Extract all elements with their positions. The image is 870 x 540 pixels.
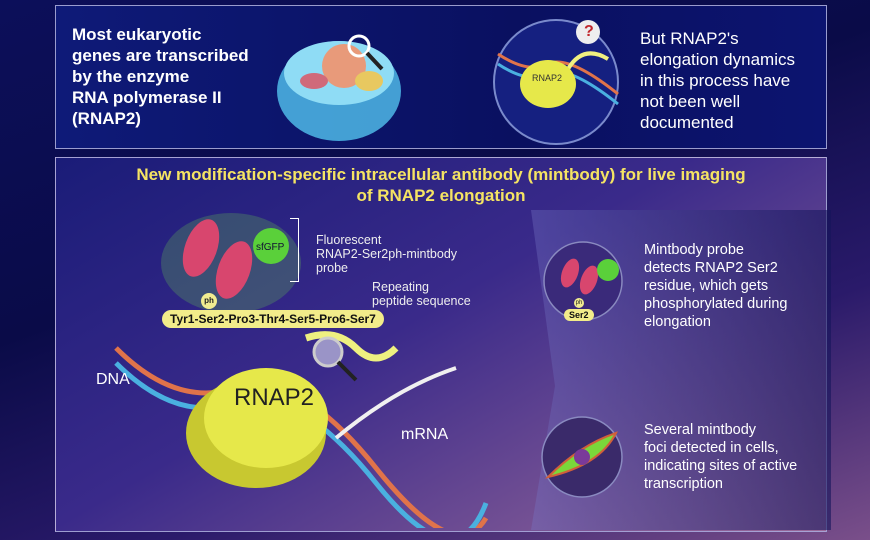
line: Repeating — [372, 280, 429, 294]
line: Fluorescent — [316, 233, 382, 247]
ser2-label: Ser2 — [564, 309, 594, 321]
line: (RNAP2) — [72, 109, 141, 128]
line: Mintbody probe — [644, 242, 744, 258]
cell-illustration — [277, 34, 401, 141]
dna-label: DNA — [96, 371, 130, 388]
rnap2-label: RNAP2 — [234, 384, 315, 411]
mintbody-probe-illustration — [161, 213, 301, 313]
problem-text: But RNAP2's elongation dynamics in this … — [640, 28, 795, 133]
line: transcription — [644, 476, 723, 492]
line: residue, which gets — [644, 278, 769, 294]
ph-badge: ph — [201, 293, 217, 309]
step2-text: Several mintbody foci detected in cells,… — [644, 421, 797, 493]
rnap2-small-label: RNAP2 — [532, 73, 563, 83]
line: indicating sites of active — [644, 458, 798, 474]
cell-foci-circle — [541, 416, 623, 498]
probe-label: Fluorescent RNAP2-Ser2ph-mintbody probe — [316, 233, 457, 275]
intro-panel: Most eukaryotic genes are transcribed by… — [55, 5, 827, 149]
line: by the enzyme — [72, 67, 190, 86]
question-mark: ? — [584, 23, 594, 40]
panel-title: New modification-specific intracellular … — [56, 164, 826, 206]
mrna-label: mRNA — [401, 426, 449, 443]
line: foci detected in cells, — [644, 440, 779, 456]
line: Several mintbody — [644, 422, 757, 438]
line: phosphorylated during — [644, 296, 788, 312]
line: RNAP2-Ser2ph-mintbody — [316, 247, 458, 261]
transcription-illustration — [114, 331, 489, 528]
line: But RNAP2's — [640, 29, 739, 48]
title-line: New modification-specific intracellular … — [136, 165, 746, 184]
line: elongation dynamics — [640, 50, 795, 69]
mintbody-panel: New modification-specific intracellular … — [55, 157, 831, 532]
line: genes are transcribed — [72, 46, 249, 65]
line: in this process have — [640, 71, 791, 90]
sfgfp-label: sfGFP — [256, 242, 285, 253]
ph-badge-small: ph — [574, 298, 584, 308]
line: peptide sequence — [372, 294, 471, 308]
line: elongation — [644, 314, 711, 330]
question-icon — [576, 20, 600, 44]
line: RNA polymerase II — [72, 88, 222, 107]
line: probe — [316, 261, 348, 275]
line: detects RNAP2 Ser2 — [644, 260, 778, 276]
repeating-label: Repeating peptide sequence — [372, 280, 471, 308]
rnap2-circle — [493, 19, 619, 145]
bracket — [290, 218, 299, 282]
line: Most eukaryotic — [72, 25, 202, 44]
title-line: of RNAP2 elongation — [356, 186, 526, 205]
intro-text: Most eukaryotic genes are transcribed by… — [72, 24, 249, 129]
peptide-sequence: Tyr1-Ser2-Pro3-Thr4-Ser5-Pro6-Ser7 — [162, 310, 384, 328]
line: documented — [640, 113, 734, 132]
line: not been well — [640, 92, 741, 111]
probe-detection-circle — [543, 241, 623, 321]
step1-text: Mintbody probe detects RNAP2 Ser2 residu… — [644, 241, 788, 331]
